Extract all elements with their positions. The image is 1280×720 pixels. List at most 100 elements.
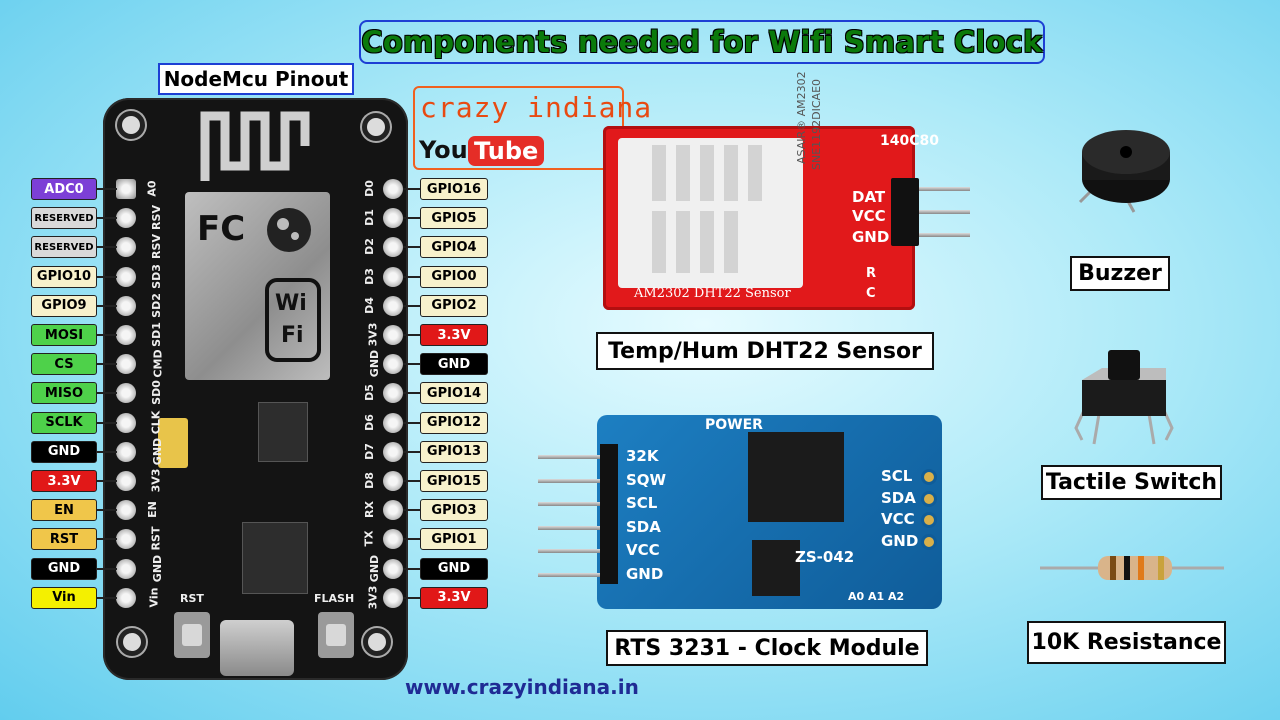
dht22-lead xyxy=(919,210,970,214)
rtc-lead xyxy=(538,572,600,577)
dht22-model-text: AM2302 DHT22 Sensor xyxy=(634,286,791,301)
pin-connector xyxy=(403,363,420,366)
pin-label-right: 3.3V xyxy=(420,586,488,609)
pin-connector xyxy=(97,334,117,336)
mount-hole xyxy=(362,113,390,141)
header-pin xyxy=(116,208,136,229)
dht22-sensor-print: ASAIR® AM2302 xyxy=(795,71,808,164)
flash-button[interactable] xyxy=(318,612,354,658)
pin-label-left: EN xyxy=(31,499,97,522)
header-pin xyxy=(383,412,403,433)
pin-label-left: RESERVED xyxy=(31,236,97,259)
rtc-pin-label: SQW xyxy=(626,470,667,489)
header-pin xyxy=(383,325,403,345)
rtc-pin-label: 32K xyxy=(626,447,659,465)
board-silk-label: SD3 xyxy=(149,263,163,289)
board-silk-label: A0 xyxy=(145,180,159,197)
board-silk-label: D3 xyxy=(362,267,376,285)
dht22-pin-label: VCC xyxy=(852,207,886,225)
mount-hole xyxy=(117,111,145,139)
pin-connector xyxy=(97,480,117,482)
pin-label-left: GND xyxy=(31,440,97,463)
pin-label-left: CS xyxy=(31,353,97,376)
dht22-grille xyxy=(652,145,762,273)
dht22-sensor-serial: SNE1192DICAE0 xyxy=(810,78,823,170)
board-silk-label: GND xyxy=(151,554,165,582)
header-pin xyxy=(383,529,403,550)
pin-label-right: GPIO3 xyxy=(420,499,488,522)
fc-mark: FC xyxy=(197,209,245,249)
header-pin xyxy=(383,237,403,258)
board-silk-label: SD1 xyxy=(149,322,163,347)
board-silk-label: CMD xyxy=(151,349,165,378)
board-silk-label: 3V3 xyxy=(366,585,380,610)
board-silk-label: D6 xyxy=(362,413,376,431)
rtc-pin-label: VCC xyxy=(626,541,660,559)
header-pin xyxy=(383,471,403,491)
pin-connector xyxy=(97,275,117,278)
header-pin xyxy=(383,266,403,287)
rst-button[interactable] xyxy=(174,612,210,658)
board-silk-label: D5 xyxy=(362,384,376,402)
pin-connector xyxy=(97,421,117,424)
header-pin xyxy=(383,179,403,199)
pin-label-left: RESERVED xyxy=(31,207,97,230)
header-pin xyxy=(383,208,403,229)
board-silk-label: GND xyxy=(368,554,382,582)
pin-connector xyxy=(403,538,420,541)
pin-label-left: ADC0 xyxy=(31,178,97,200)
website-link[interactable]: www.crazyindiana.in xyxy=(405,675,639,699)
pin-label-right: GND xyxy=(420,557,488,580)
pin-connector xyxy=(403,509,420,512)
header-pin xyxy=(116,587,136,608)
rtc-pin-hole xyxy=(921,490,937,507)
svg-text:Wi: Wi xyxy=(275,291,307,316)
pin-connector xyxy=(97,509,117,512)
header-pin xyxy=(116,383,136,404)
dht22-header xyxy=(891,178,919,246)
board-silk-label: SD2 xyxy=(149,292,163,318)
board-silk-label: D2 xyxy=(362,238,376,256)
pinout-label: NodeMcu Pinout xyxy=(158,63,354,95)
dht22-pin-label: GND xyxy=(852,228,890,246)
micro-usb-port xyxy=(220,620,294,676)
mount-hole xyxy=(363,628,391,656)
header-pin xyxy=(116,237,136,258)
pin-connector xyxy=(403,188,420,190)
resistor-image xyxy=(1040,556,1224,580)
pcb-antenna xyxy=(200,111,310,181)
pin-connector xyxy=(97,363,117,366)
pin-label-left: SCLK xyxy=(31,411,97,434)
rtc-lead xyxy=(538,525,600,530)
pin-label-right: GPIO1 xyxy=(420,528,488,551)
header-pin xyxy=(116,354,136,375)
header-pin xyxy=(116,500,136,521)
rtc-pin-label: SDA xyxy=(881,488,916,507)
dht22-lead xyxy=(919,187,970,191)
dht22-board-id: 140C80 xyxy=(880,133,939,149)
rtc-pin-hole xyxy=(921,533,937,550)
rtc-pin-label: SCL xyxy=(881,467,913,485)
page-title: Components needed for Wifi Smart Clock xyxy=(359,20,1045,64)
pin-label-right: GPIO13 xyxy=(420,440,488,463)
header-pin xyxy=(116,179,136,199)
ds3231-chip xyxy=(748,432,844,522)
pin-label-left: GPIO9 xyxy=(31,294,97,317)
logo-brand-text: crazy indiana xyxy=(420,91,653,124)
rtc-header xyxy=(600,444,618,584)
pin-label-right: GPIO15 xyxy=(420,470,488,492)
pin-connector xyxy=(97,538,117,541)
switch-caption: Tactile Switch xyxy=(1041,465,1222,500)
board-silk-label: D1 xyxy=(362,209,376,227)
rtc-caption: RTS 3231 - Clock Module xyxy=(606,630,928,666)
rtc-pin-label: SDA xyxy=(626,517,661,536)
board-silk-label: Vin xyxy=(147,587,161,608)
pin-label-left: GPIO10 xyxy=(31,265,97,288)
voltage-regulator xyxy=(258,402,308,462)
header-pin xyxy=(383,295,403,316)
pin-label-right: GPIO0 xyxy=(420,265,488,288)
rtc-pin-label: SCL xyxy=(626,494,658,512)
pin-connector xyxy=(403,567,420,570)
header-pin xyxy=(116,471,136,491)
board-silk-label: D4 xyxy=(362,296,376,314)
